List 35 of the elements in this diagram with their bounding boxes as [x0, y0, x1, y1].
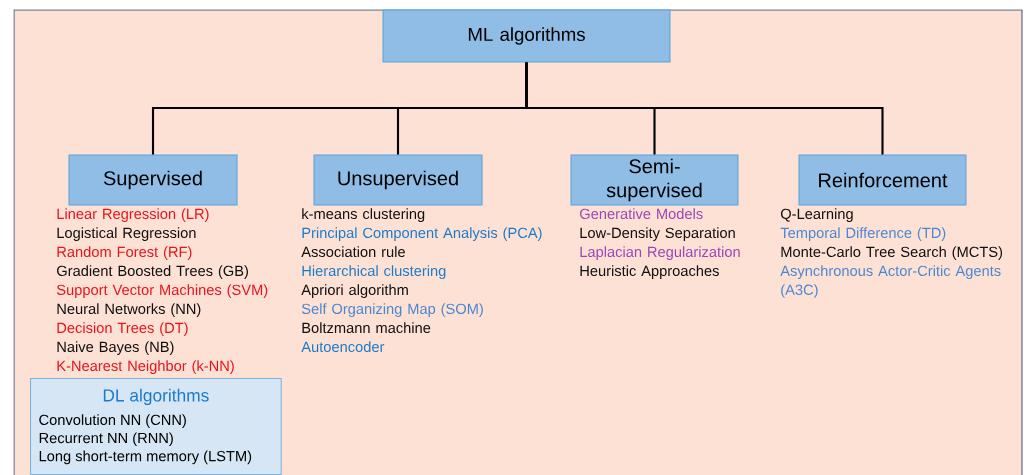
list-item: Recurrent NN (RNN): [39, 432, 173, 447]
list-item: Generative Models: [580, 208, 703, 220]
list-item: Neural Networks (NN): [57, 303, 201, 317]
category-box: Unsupervised: [313, 154, 483, 206]
list-item: Convolution NN (CNN): [39, 414, 186, 428]
list-item: Laplacian Regularization: [580, 246, 740, 260]
category-box: Supervised: [68, 154, 238, 206]
list-item: Boltzmann machine: [302, 322, 431, 334]
category-box: Semi-supervised: [570, 154, 739, 206]
list-item: Apriori algorithm: [301, 284, 408, 298]
list-item: Autoencoder: [301, 341, 385, 353]
list-item: Logistical Regression: [57, 227, 196, 241]
list-item: Asynchronous Actor-Critic Agents (A3C): [780, 265, 1001, 298]
list-item: k-means clustering: [302, 208, 425, 222]
list-item: Support Vector Machines (SVM): [56, 284, 268, 298]
list-item: Principal Component Analysis (PCA): [302, 227, 542, 241]
list-item: K-Nearest Neighbor (k-NN): [57, 360, 234, 374]
list-item: Association rule: [301, 246, 405, 258]
list-item: Linear Regression (LR): [57, 208, 209, 222]
list-item: Temporal Difference (TD): [780, 227, 946, 241]
list-item: Long short-term memory (LSTM): [39, 450, 252, 465]
list-item: Naive Bayes (NB): [57, 341, 174, 355]
list-item: Heuristic Approaches: [580, 265, 719, 279]
connector-line: [525, 62, 884, 155]
list-item: Random Forest (RF): [57, 246, 192, 260]
category-box: Reinforcement: [798, 154, 967, 206]
root-box: ML algorithms: [382, 9, 671, 63]
list-item: Self Organizing Map (SOM): [301, 303, 483, 317]
list-item: Decision Trees (DT): [57, 322, 188, 336]
info-box: DL algorithms Convolution NN (CNN) Recurrent NN (RNN) Long short-term memory (LSTM): [30, 378, 282, 475]
list-item: Q-Learning: [780, 208, 853, 222]
list-item: Monte-Carlo Tree Search (MCTS): [781, 246, 1003, 260]
list-item: Hierarchical clustering: [302, 265, 446, 279]
list-item: Gradient Boosted Trees (GB): [57, 265, 248, 279]
list-item: Low-Density Separation: [580, 227, 735, 241]
